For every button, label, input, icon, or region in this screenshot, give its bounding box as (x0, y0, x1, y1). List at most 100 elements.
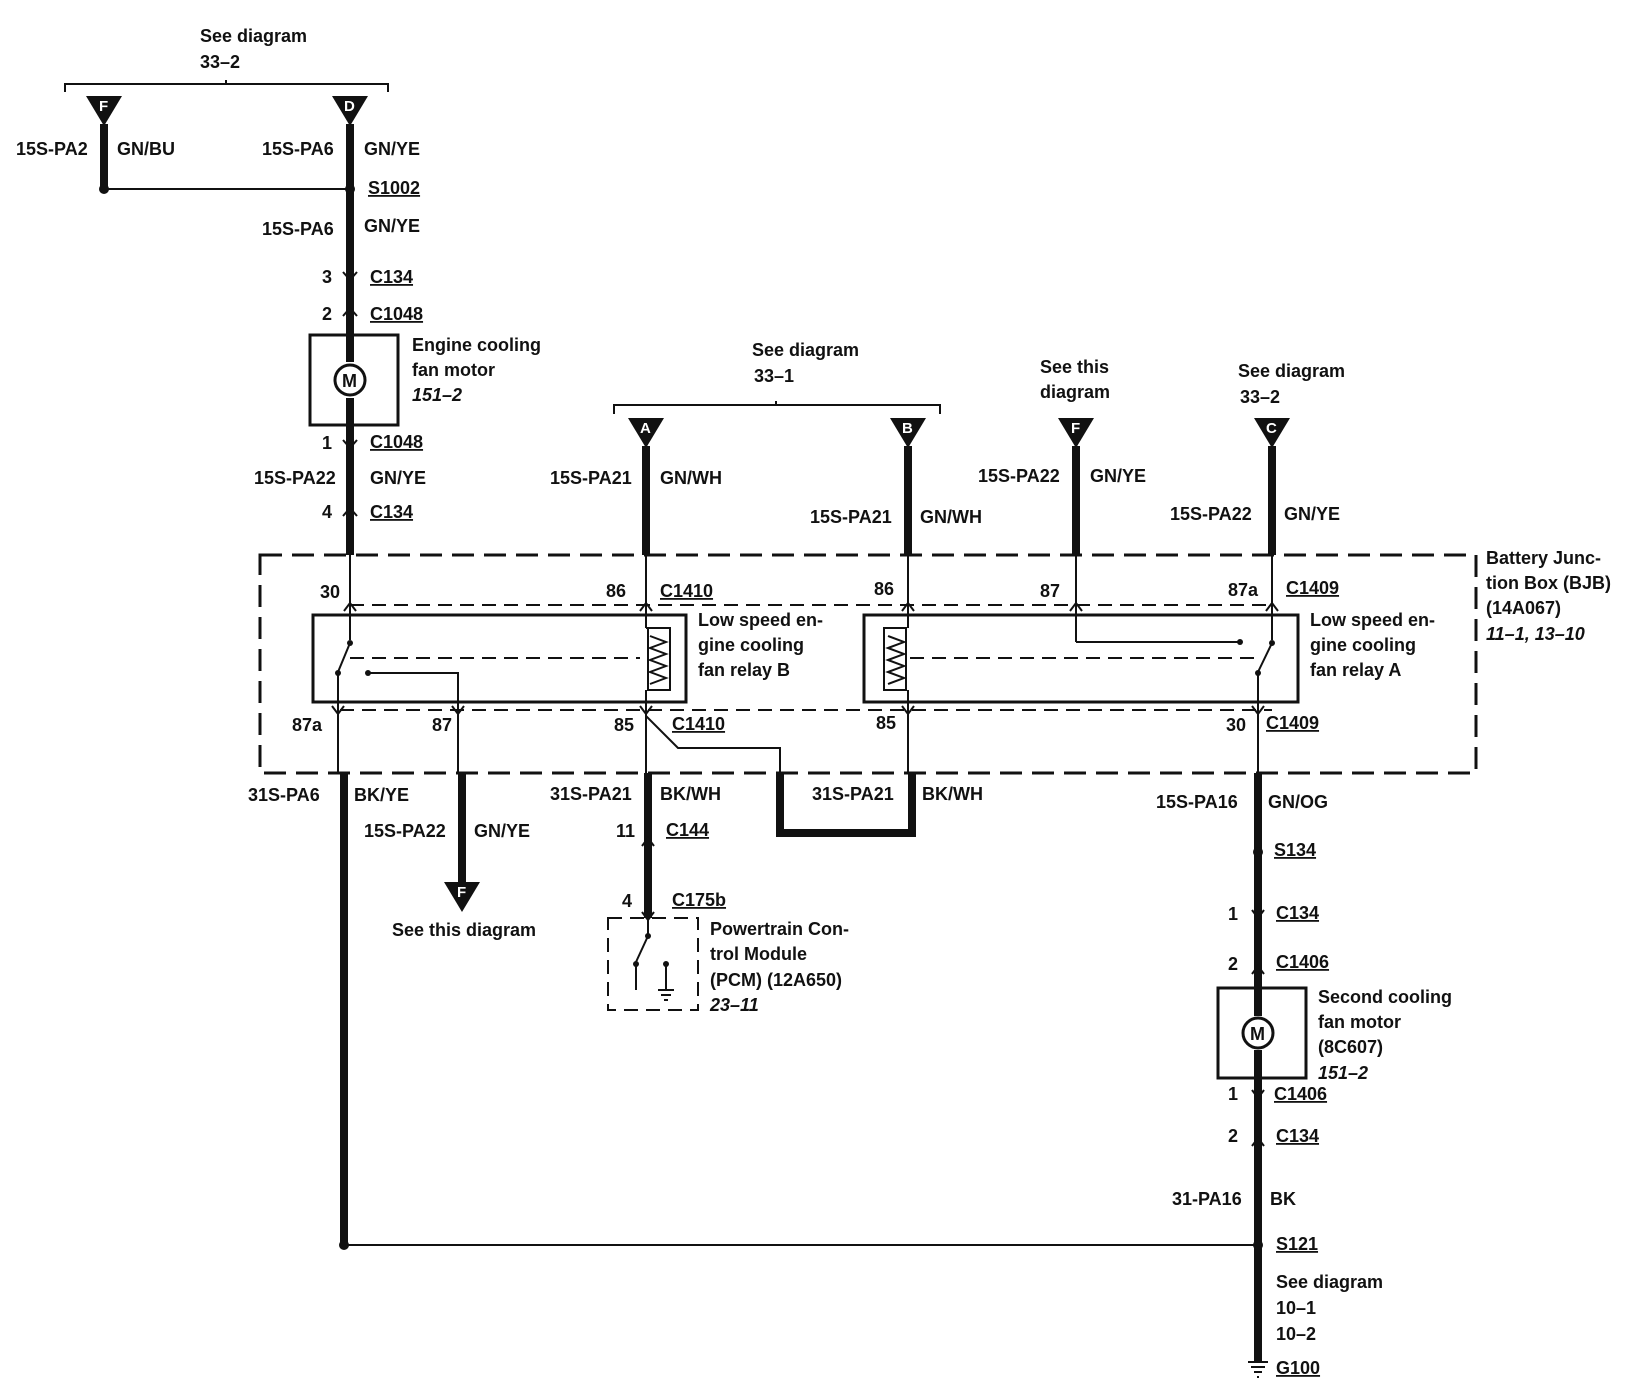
connector-tri-d: D (332, 96, 368, 126)
pin86-b: 86 (606, 581, 626, 601)
second-fan-line1: Second cooling (1318, 987, 1452, 1007)
ground-ref-line3: 10–2 (1276, 1324, 1316, 1344)
pcm-line1: Powertrain Con- (710, 919, 849, 939)
splice-s134-label: S134 (1274, 840, 1316, 860)
bjb-line1: Battery Junc- (1486, 548, 1601, 568)
wire-pa21-bk-left-color: BK/WH (660, 784, 721, 804)
wire-pa6-mid-circuit: 15S-PA6 (262, 219, 334, 239)
wire-pa6-mid-color: GN/YE (364, 216, 420, 236)
c134-top-pin: 3 (322, 267, 332, 287)
wire-pa22-c-color: GN/YE (1284, 504, 1340, 524)
ground-g100-label: G100 (1276, 1358, 1320, 1378)
svg-text:C: C (1266, 420, 1277, 437)
wire-pa16-color: GN/OG (1268, 792, 1328, 812)
powertrain-control-module (607, 917, 699, 1011)
c134-r2-pin: 2 (1228, 1126, 1238, 1146)
pcm-line3: (PCM) (12A650) (710, 970, 842, 990)
relay-b (311, 613, 688, 704)
wire-pa21-bk-right-circuit: 31S-PA21 (812, 784, 894, 804)
ref-top-left-bracket (64, 80, 389, 92)
c1406-r2-pin: 2 (1228, 954, 1238, 974)
connector-tri-b: B (890, 418, 926, 448)
second-fan-ref: 151–2 (1318, 1063, 1368, 1083)
wire-pa22-bot-color: GN/YE (474, 821, 530, 841)
ref-top-left: See diagram 33–2 (64, 26, 389, 92)
c1409-top: C1409 (1286, 578, 1339, 598)
relay-b-line2: gine cooling (698, 635, 804, 655)
connector-tri-f1: F (86, 96, 122, 126)
wire-pa21-b-color: GN/WH (920, 507, 982, 527)
wire-pa6-top-circuit: 15S-PA6 (262, 139, 334, 159)
svg-text:See this: See this (1040, 357, 1109, 377)
svg-text:33–2: 33–2 (1240, 387, 1280, 407)
connector-tri-f2: F (1058, 418, 1094, 448)
c134-r2-name: C134 (1276, 1126, 1319, 1146)
wire-pa22-f-circuit: 15S-PA22 (978, 466, 1060, 486)
relay-b-line3: fan relay B (698, 660, 790, 680)
wire-pa21-bk-left-circuit: 31S-PA21 (550, 784, 632, 804)
pin85-b: 85 (614, 715, 634, 735)
svg-text:See diagram: See diagram (752, 340, 859, 360)
engine-fan-line1: Engine cooling (412, 335, 541, 355)
wire-pa16-circuit: 15S-PA16 (1156, 792, 1238, 812)
c134-top-name: C134 (370, 267, 413, 287)
pin-chevron (342, 439, 358, 450)
pin-chevron (342, 306, 358, 317)
splice-s121-dot (1253, 1240, 1263, 1250)
c1410-top: C1410 (660, 581, 713, 601)
second-fan-line3: (8C607) (1318, 1037, 1383, 1057)
svg-text:A: A (640, 420, 651, 437)
svg-text:33–1: 33–1 (754, 366, 794, 386)
battery-junction-box-outline (258, 553, 1478, 775)
ground-g100-icon (1248, 1361, 1268, 1378)
wire-pa21-bk-loop (776, 773, 916, 837)
svg-text:F: F (99, 98, 108, 115)
bjb-line3: (14A067) (1486, 598, 1561, 618)
ground-ref-line2: 10–1 (1276, 1298, 1316, 1318)
svg-text:F: F (1071, 420, 1080, 437)
pin86-a: 86 (874, 579, 894, 599)
wire-pa22-c-circuit: 15S-PA22 (1170, 504, 1252, 524)
relay-a-line2: gine cooling (1310, 635, 1416, 655)
pcm-line2: trol Module (710, 944, 807, 964)
c175b-name: C175b (672, 890, 726, 910)
svg-text:M: M (1250, 1024, 1265, 1044)
c134-mid-name: C134 (370, 502, 413, 522)
ref-see-this-top: See this diagram (1040, 357, 1110, 402)
splice-s134-dot (1253, 847, 1263, 857)
ref-see-this-bottom: See this diagram (392, 920, 536, 940)
pcm-ref: 23–11 (709, 995, 759, 1015)
engine-cooling-fan-motor: M (308, 333, 400, 427)
ref-mid: See diagram 33–1 (613, 340, 941, 414)
ref-right-top: See diagram 33–2 (1238, 361, 1345, 407)
second-cooling-fan-motor: M (1216, 986, 1308, 1080)
c1410-bot: C1410 (672, 714, 725, 734)
pin87a-b: 87a (292, 715, 323, 735)
wire-pa21-a-color: GN/WH (660, 468, 722, 488)
wire-pa21-a-circuit: 15S-PA21 (550, 468, 632, 488)
c1048-top-name: C1048 (370, 304, 423, 324)
splice-s121-label: S121 (1276, 1234, 1318, 1254)
motor-icon (333, 363, 367, 397)
wire-pin85-b-internal (645, 702, 781, 773)
pin85-a: 85 (876, 713, 896, 733)
c1048-bot-pin: 1 (322, 433, 332, 453)
connector-tri-f3: F (444, 882, 480, 912)
wire-pa6-bot-circuit: 31S-PA6 (248, 785, 320, 805)
svg-text:F: F (457, 884, 466, 901)
wire-pa16-gnd-circuit: 31-PA16 (1172, 1189, 1242, 1209)
c1048-bot-name: C1048 (370, 432, 423, 452)
svg-text:See diagram: See diagram (1238, 361, 1345, 381)
ref-top-left-line1: See diagram (200, 26, 307, 46)
wire-pa22-bot-circuit: 15S-PA22 (364, 821, 446, 841)
c134-r1-name: C134 (1276, 903, 1319, 923)
relay-a-line3: fan relay A (1310, 660, 1401, 680)
wire-pa22-f-color: GN/YE (1090, 466, 1146, 486)
ref-top-left-line2: 33–2 (200, 52, 240, 72)
pin87a-a: 87a (1228, 580, 1259, 600)
ground-ref-line1: See diagram (1276, 1272, 1383, 1292)
relay-a-line1: Low speed en- (1310, 610, 1435, 630)
connector-tri-c: C (1254, 418, 1290, 448)
pin30-a: 30 (1226, 715, 1246, 735)
second-fan-line2: fan motor (1318, 1012, 1401, 1032)
